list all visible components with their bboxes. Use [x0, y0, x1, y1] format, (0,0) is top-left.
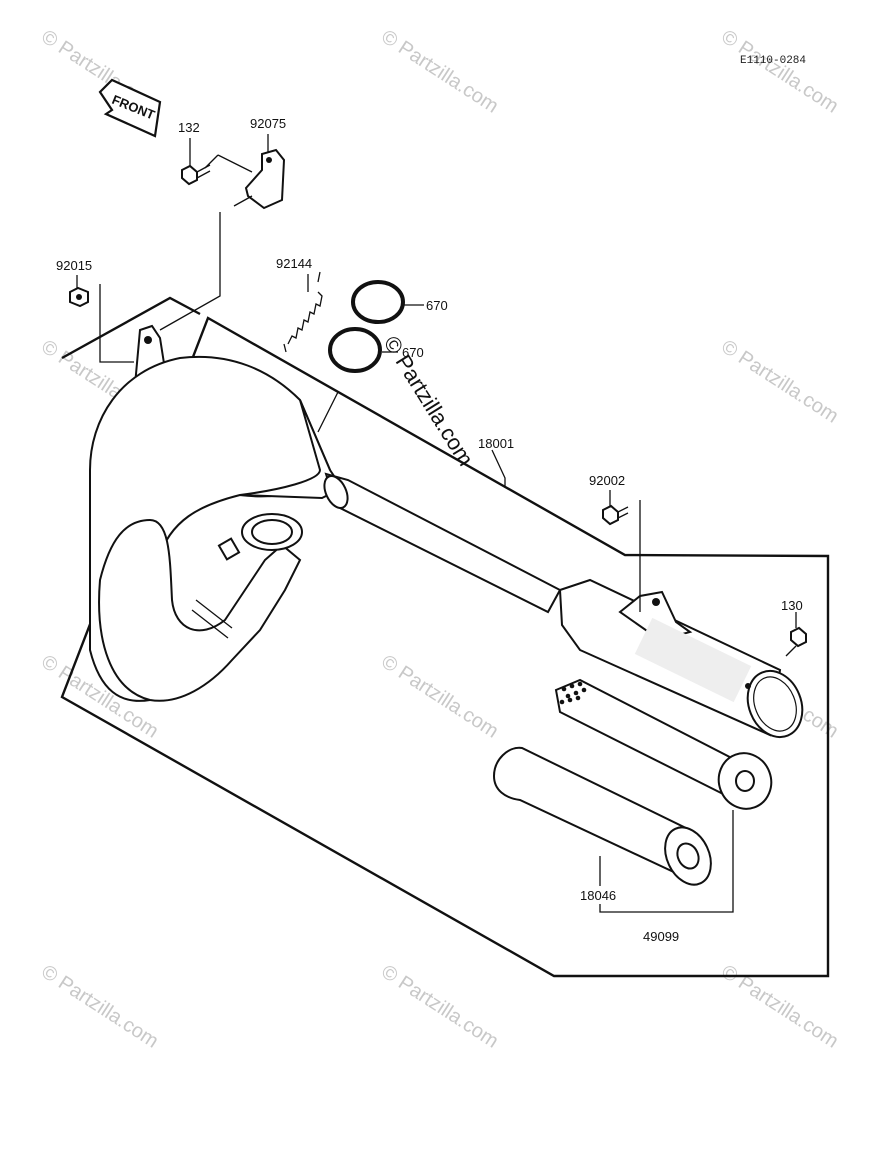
- diagram-code: E1110-0284: [740, 55, 806, 67]
- silencer-body-icon: [558, 578, 804, 738]
- label-92075: 92075: [250, 116, 286, 131]
- label-670-upper: 670: [426, 298, 448, 313]
- leader-18001-chamber: [317, 391, 339, 433]
- silencer-packing-18046-icon: [492, 746, 712, 886]
- label-18001: 18001: [478, 436, 514, 451]
- leader-49099: [599, 810, 734, 913]
- label-132: 132: [178, 120, 200, 135]
- watermark: © Partzilla.com: [377, 961, 502, 1053]
- assembly-frame: [60, 296, 830, 978]
- watermark: © Partzilla.com: [717, 336, 842, 428]
- watermark: © Partzilla.com: [717, 26, 842, 118]
- spring-92144-icon: [283, 271, 323, 353]
- label-92144: 92144: [276, 256, 312, 271]
- bracket-92075-icon: [233, 148, 286, 210]
- label-130: 130: [781, 598, 803, 613]
- silencer-inner-pipe-icon: [554, 678, 773, 810]
- expansion-chamber-18001-icon: [89, 324, 562, 702]
- leader-92075-mount: [159, 212, 221, 331]
- watermark: © Partzilla.com: [37, 961, 162, 1053]
- watermark: © Partzilla.com: [377, 26, 502, 118]
- front-arrow-icon: FRONT: [98, 78, 162, 138]
- label-92002: 92002: [589, 473, 625, 488]
- leader-132-link: [204, 154, 219, 169]
- label-18046: 18046: [580, 888, 616, 903]
- label-49099: 49099: [643, 929, 679, 944]
- label-92015: 92015: [56, 258, 92, 273]
- label-670-lower: 670: [402, 345, 424, 360]
- leader-18001: [491, 449, 506, 488]
- gasket-670-lower-icon: [328, 327, 382, 373]
- watermark: © Partzilla.com: [717, 961, 842, 1053]
- bolt-130-icon: [785, 626, 807, 657]
- leader-132-link: [217, 154, 253, 173]
- bolt-92002-icon: [602, 504, 629, 526]
- gasket-670-upper-icon: [351, 280, 405, 324]
- watermark: © Partzilla.com: [377, 651, 502, 743]
- nut-92015-icon: [69, 286, 89, 308]
- leader-92015-mount: [99, 284, 134, 363]
